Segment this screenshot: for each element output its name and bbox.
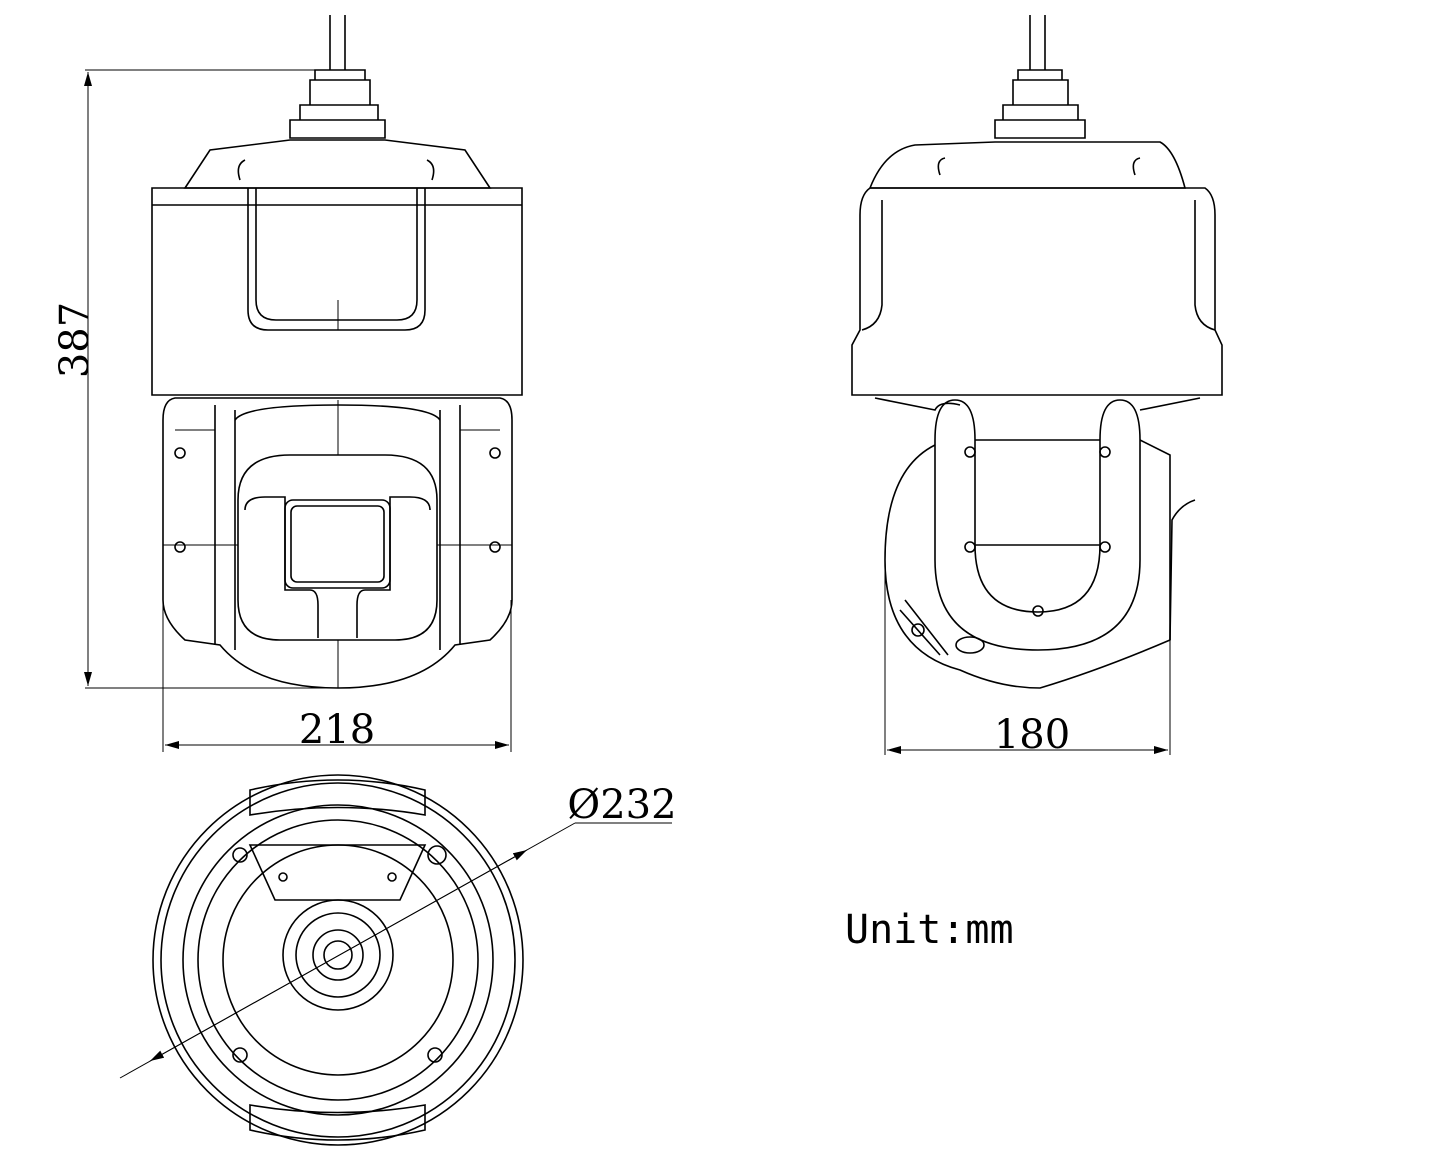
side-width-dimension: 180 xyxy=(884,560,1171,758)
unit-label: Unit:mm xyxy=(845,907,1014,953)
side-view xyxy=(851,15,1223,689)
bottom-view xyxy=(152,774,524,1146)
height-dimension: 387 xyxy=(52,69,330,689)
diameter-label: Ø232 xyxy=(567,782,676,828)
front-width-dimension: 218 xyxy=(162,600,512,753)
side-width-label: 180 xyxy=(994,712,1070,758)
height-label: 387 xyxy=(52,302,98,378)
front-width-label: 218 xyxy=(299,707,375,753)
front-view xyxy=(151,15,523,689)
diameter-dimension: Ø232 xyxy=(119,782,677,1079)
